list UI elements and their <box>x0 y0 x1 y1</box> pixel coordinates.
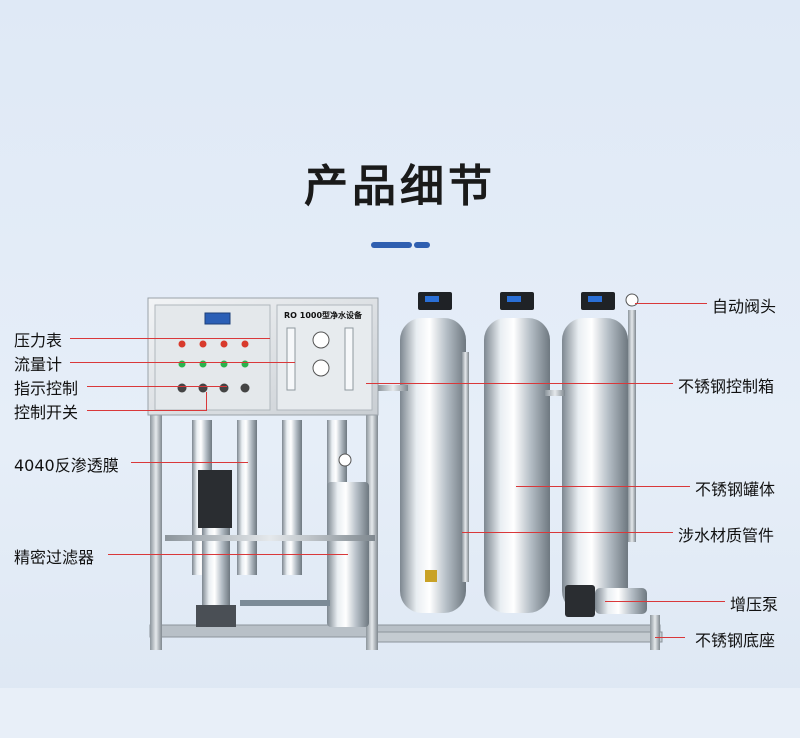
leader-pressure-gauge <box>70 338 270 339</box>
leader-stainless-control-box <box>366 383 673 384</box>
bottom-band <box>0 688 800 738</box>
label-precision-filter: 精密过滤器 <box>14 548 95 567</box>
leader-precision-filter <box>108 554 348 555</box>
label-stainless-base: 不锈钢底座 <box>695 631 776 650</box>
leader-stainless-base <box>655 637 685 638</box>
label-stainless-control-box: 不锈钢控制箱 <box>678 377 775 396</box>
label-stainless-tank: 不锈钢罐体 <box>695 480 776 499</box>
title-underline-right <box>414 242 430 248</box>
leader-water-pipe-fittings <box>462 532 673 533</box>
page-title: 产品细节 <box>304 161 496 212</box>
leader-indicator-control <box>87 386 227 387</box>
label-flow-meter: 流量计 <box>14 355 63 374</box>
leader-flow-meter <box>70 362 295 363</box>
leader-control-switch <box>87 410 207 411</box>
leader-ro-membrane <box>131 462 248 463</box>
label-ro-membrane: 4040反渗透膜 <box>14 456 119 475</box>
title-underline-left <box>371 242 412 248</box>
label-auto-valve-head: 自动阀头 <box>712 297 777 316</box>
label-pressure-gauge: 压力表 <box>14 331 63 350</box>
label-booster-pump: 增压泵 <box>730 595 779 614</box>
panel-title: RO 1000型净水设备 <box>284 311 363 320</box>
leader-auto-valve-head <box>635 303 707 304</box>
label-water-pipe-fittings: 涉水材质管件 <box>678 526 775 545</box>
leader-stainless-tank <box>516 486 690 487</box>
leader-control-switch-riser <box>206 392 207 410</box>
label-control-switch: 控制开关 <box>14 403 79 422</box>
label-indicator-control: 指示控制 <box>14 379 79 398</box>
leader-booster-pump <box>605 601 725 602</box>
